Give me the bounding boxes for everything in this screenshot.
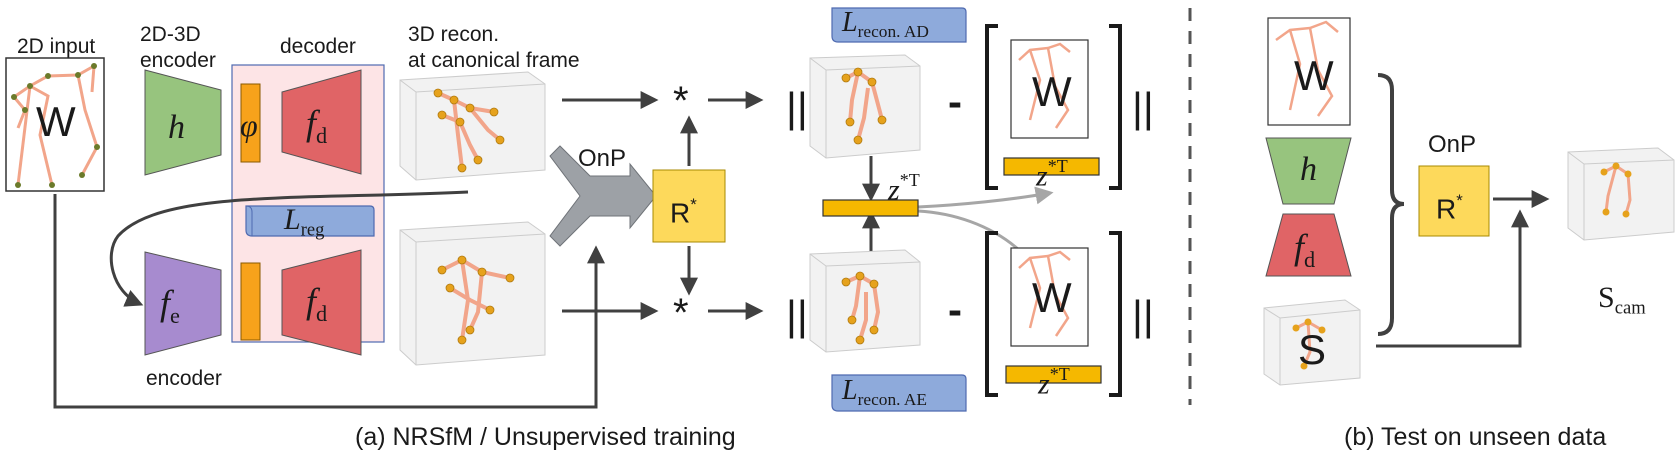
test-output-cube	[1567, 147, 1675, 241]
decoder-bottom-shape	[281, 249, 362, 356]
test-s-cube	[1263, 299, 1361, 386]
input-2d-w: W	[36, 98, 76, 145]
loss-recon-ae-scroll	[831, 374, 967, 412]
test-decoder-fd	[1265, 213, 1352, 277]
loss-reg-label: Lreg	[284, 203, 325, 241]
recon-3d-cube-bottom	[399, 221, 546, 366]
rotated-recon-cube-bottom	[809, 249, 921, 353]
recon-3d-label: 3D recon. at canonical frame	[408, 23, 580, 72]
bracket-top	[985, 24, 1122, 190]
input-2d-label: 2D input	[17, 35, 96, 58]
rotated-recon-cube-top	[809, 54, 921, 159]
code-bar-bottom	[1005, 365, 1102, 384]
minus-bottom: -	[948, 286, 962, 333]
test-encoder-h	[1265, 137, 1352, 205]
test-brace	[1377, 73, 1405, 336]
decoder-top-label: fd	[306, 103, 328, 148]
input-2d-box	[5, 57, 105, 192]
test-s-label: S	[1298, 326, 1327, 373]
loss-recon-ad-label: Lrecon. AD	[842, 7, 929, 42]
loss-reg-scroll	[245, 205, 375, 237]
s-cam-label: Scam	[1598, 281, 1646, 319]
bottom-code-bar	[240, 262, 261, 341]
rotation-box-right	[1418, 165, 1490, 237]
mult-top: *	[673, 79, 689, 123]
decoder-bottom-label: fd	[306, 281, 328, 326]
minus-top: -	[948, 78, 962, 125]
recon-3d-cube-top	[399, 71, 546, 181]
caption-right: (b) Test on unseen data	[1344, 423, 1607, 451]
mult-bottom: *	[673, 291, 689, 335]
loss-recon-ad-scroll	[831, 7, 967, 43]
encoder-fe-label: fe	[160, 283, 180, 328]
w-label-bottom: W	[1032, 274, 1072, 321]
encoder-2d3d-label: 2D-3D encoder	[140, 23, 216, 72]
test-h-label: h	[1300, 151, 1317, 188]
decoder-label: decoder	[280, 35, 356, 58]
norm-open-bottom: ||	[786, 292, 808, 339]
code-label-top: z*T	[1036, 156, 1068, 193]
input-2d-skeleton	[12, 63, 99, 186]
w-label-top: W	[1032, 68, 1072, 115]
encoder-bottom-label: encoder	[146, 367, 222, 390]
loss-recon-ae-label: Lrecon. AE	[842, 375, 927, 410]
phi-label: φ	[240, 107, 258, 143]
decoder-top-shape	[281, 69, 362, 175]
onp-arrow	[549, 145, 657, 247]
code-label-bottom: z*T	[1038, 364, 1070, 401]
rotation-box-left	[652, 169, 726, 243]
encoder-h-shape	[144, 69, 222, 176]
norm-close-bottom: ||	[1132, 292, 1154, 339]
encoder-h-label: h	[168, 109, 185, 146]
encoder-fe-shape	[144, 251, 222, 356]
code-label-center: z*T	[888, 170, 920, 207]
norm-close-top: ||	[1132, 84, 1154, 131]
caption-left: (a) NRSfM / Unsupervised training	[355, 423, 736, 451]
code-bar-center	[822, 199, 919, 217]
norm-open-top: ||	[786, 84, 808, 131]
onp-label-left: OnP	[578, 145, 627, 172]
test-w-label: W	[1294, 52, 1334, 99]
bracket-bottom	[985, 231, 1122, 397]
rotation-label-left: R*	[670, 195, 697, 229]
onp-label-right: OnP	[1428, 131, 1477, 158]
rotation-label-right: R*	[1436, 191, 1463, 225]
input-2d-joints	[11, 63, 100, 188]
code-bar-top	[1003, 157, 1100, 176]
phi-bar	[240, 83, 261, 163]
test-fd-label: fd	[1294, 227, 1316, 272]
